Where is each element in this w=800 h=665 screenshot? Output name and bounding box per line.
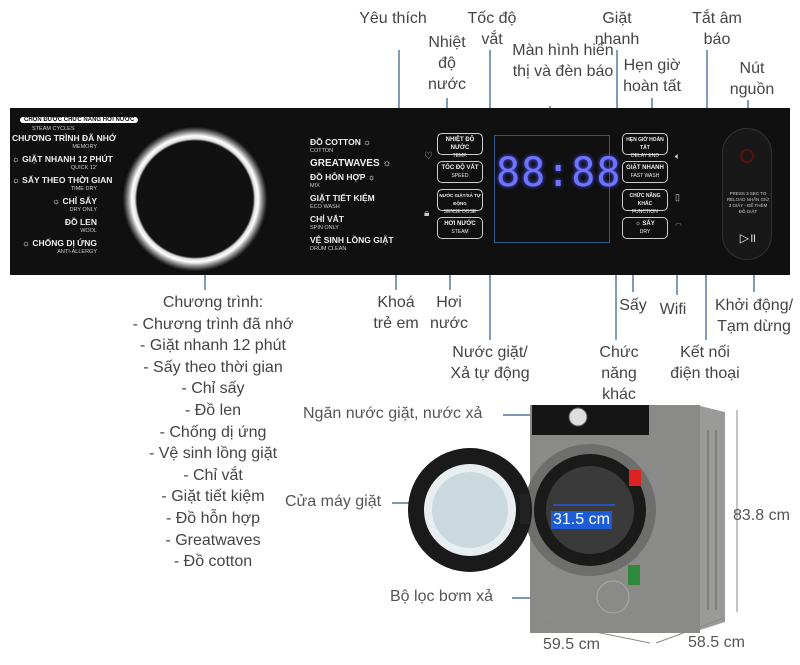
label-power: Nút nguồn [729, 60, 775, 98]
program-item: - Greatwaves [165, 531, 261, 549]
label-spin-speed: Tốc độ vắt [467, 10, 517, 48]
label-steam: Hơi nước [429, 294, 469, 332]
program-item: - Đồ cotton [173, 553, 253, 571]
program-cotton[interactable]: ĐỒ COTTON ☼COTTON [310, 137, 371, 155]
display-digits: 88:88 [496, 150, 622, 196]
play-pause-button[interactable]: ▷॥ [739, 231, 757, 245]
label-delay-end: Hẹn giờ hoàn tất [623, 57, 681, 95]
program-item: - Vệ sinh lồng giặt [148, 445, 278, 463]
label-wifi: Wifi [659, 301, 687, 318]
program-item: - Chỉ vắt [183, 466, 243, 484]
label-auto-dose: Nước giặt/ Xả tự động [450, 344, 530, 382]
heart-icon: ♡ [424, 151, 433, 162]
program-item: - Chống dị ứng [159, 423, 267, 441]
label-function: Chức năng khác [599, 344, 639, 403]
mute-icon: 🔈︎ [675, 151, 681, 161]
right-programs: ĐỒ COTTON ☼COTTON GREATWAVES ☼ ĐỒ HỖN HỢ… [310, 138, 410, 254]
program-item: - Giặt tiết kiệm [161, 488, 265, 506]
power-area: PRESS 3 SEC TO RELOAD NHẤN GIỮ 3 GIÂY - … [722, 128, 772, 260]
label-fast-wash: Giặt nhanh [594, 10, 640, 48]
program-item: - Sấy theo thời gian [143, 358, 283, 376]
label-door: Cửa máy giặt [285, 493, 382, 510]
width-dimension: 59.5 cm [543, 636, 600, 653]
height-dimension: 83.8 cm [733, 507, 790, 524]
label-display: Màn hình hiển thị và đèn báo [512, 42, 614, 80]
program-list: Chương trình: - Chương trình đã nhớ - Gi… [133, 292, 294, 573]
label-phone: Kết nối điện thoại [670, 344, 740, 382]
program-item: - Chương trình đã nhớ [132, 315, 294, 333]
depth-dimension: 58.5 cm [688, 634, 745, 651]
program-dial[interactable] [123, 127, 267, 271]
power-button[interactable] [740, 149, 754, 163]
program-greatwaves[interactable]: GREATWAVES ☼ [310, 158, 392, 169]
program-item: - Giặt nhanh 12 phút [140, 337, 286, 355]
label-favorite: Yêu thích [359, 10, 427, 27]
program-item: - Đồ len [184, 401, 242, 419]
label-dispenser: Ngăn nước giặt, nước xả [303, 405, 483, 422]
program-mix[interactable]: ĐỒ HỖN HỢP ☼MIX [310, 172, 376, 190]
label-start-pause: Khởi động/ Tạm dừng [714, 297, 794, 335]
label-filter: Bộ lọc bơm xả [390, 588, 493, 605]
power-hint: PRESS 3 SEC TO RELOAD NHẤN GIỮ 3 GIÂY - … [726, 191, 770, 214]
label-water-temp: Nhiệt độ nước [427, 34, 467, 93]
display-frame [494, 135, 610, 243]
program-list-title: Chương trình: [162, 294, 264, 311]
label-dry: Sấy [619, 297, 647, 314]
label-mute: Tắt âm báo [692, 10, 742, 48]
wifi-icon: ◠ [675, 221, 682, 230]
program-item: - Đồ hỗn hợp [165, 509, 261, 527]
label-child-lock: Khoá trẻ em [373, 294, 419, 332]
lock-icon: 🔒︎ [424, 208, 430, 219]
program-item: - Chỉ sấy [181, 380, 245, 398]
drum-diameter: 31.5 cm [551, 511, 612, 529]
phone-icon: ▯ [675, 192, 680, 202]
